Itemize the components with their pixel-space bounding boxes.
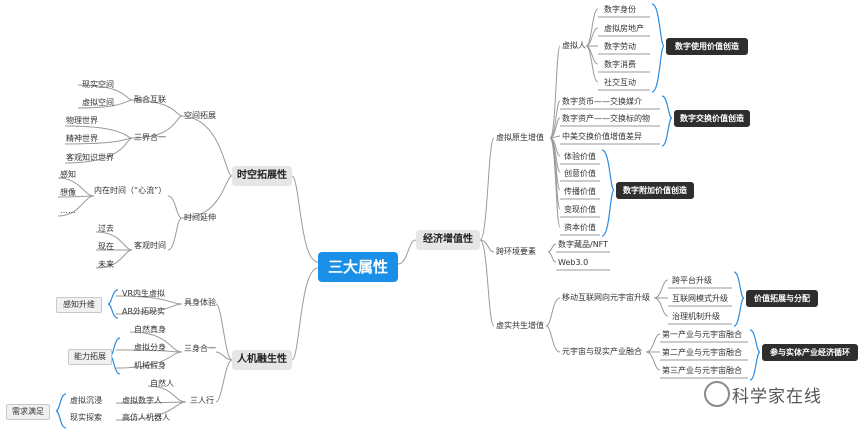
leaf-cross-platform[interactable]: 跨平台升级 bbox=[672, 276, 712, 285]
node-three-bodies[interactable]: 三身合一 bbox=[184, 344, 216, 353]
leaf-mental-world[interactable]: 精神世界 bbox=[66, 134, 98, 143]
leaf-perception[interactable]: 感知 bbox=[60, 170, 76, 179]
node-objective-time[interactable]: 客观时间 bbox=[134, 241, 166, 250]
leaf-secondary-industry[interactable]: 第二产业与元宇宙融合 bbox=[662, 348, 742, 357]
result-value-distribution[interactable]: 价值拓展与分配 bbox=[746, 290, 818, 307]
node-virtual-native[interactable]: 虚拟原生增值 bbox=[496, 133, 544, 142]
leaf-internet-mode[interactable]: 互联网模式升级 bbox=[672, 294, 728, 303]
leaf-digital-labor[interactable]: 数字劳动 bbox=[604, 42, 636, 51]
leaf-natural-person[interactable]: 自然人 bbox=[150, 379, 174, 388]
leaf-experience-value[interactable]: 体验价值 bbox=[564, 152, 596, 161]
tag-perception-up[interactable]: 感知升维 bbox=[56, 297, 102, 313]
node-three-people[interactable]: 三人行 bbox=[190, 396, 214, 405]
leaf-real-space[interactable]: 现实空间 bbox=[82, 80, 114, 89]
node-virtual-real[interactable]: 虚实共生增值 bbox=[496, 321, 544, 330]
node-space-extension[interactable]: 空间拓展 bbox=[184, 111, 216, 120]
leaf-capital-value[interactable]: 资本价值 bbox=[564, 223, 596, 232]
leaf-virtual-avatar[interactable]: 虚拟分身 bbox=[134, 343, 166, 352]
leaf-digital-consumption[interactable]: 数字消费 bbox=[604, 60, 636, 69]
result-use-value[interactable]: 数字使用价值创造 bbox=[666, 38, 748, 55]
result-added-value[interactable]: 数字附加价值创造 bbox=[616, 182, 694, 199]
leaf-virtual-space[interactable]: 虚拟空间 bbox=[82, 98, 114, 107]
leaf-creative-value[interactable]: 创意价值 bbox=[564, 169, 596, 178]
node-mobile-upgrade[interactable]: 移动互联网向元宇宙升级 bbox=[562, 293, 650, 302]
leaf-present[interactable]: 现在 bbox=[98, 242, 114, 251]
leaf-primary-industry[interactable]: 第一产业与元宇宙融合 bbox=[662, 330, 742, 339]
node-three-worlds[interactable]: 三界合一 bbox=[134, 133, 166, 142]
leaf-imagination[interactable]: 想像 bbox=[60, 188, 76, 197]
leaf-natural-body[interactable]: 自然真身 bbox=[134, 325, 166, 334]
node-cross-env[interactable]: 跨环境要素 bbox=[496, 247, 536, 256]
leaf-governance[interactable]: 治理机制升级 bbox=[672, 312, 720, 321]
leaf-physical-world[interactable]: 物理世界 bbox=[66, 116, 98, 125]
leaf-tertiary-industry[interactable]: 第三产业与元宇宙融合 bbox=[662, 366, 742, 375]
leaf-digital-currency[interactable]: 数字货币——交换媒介 bbox=[562, 97, 642, 106]
node-fusion[interactable]: 融合互联 bbox=[134, 95, 166, 104]
leaf-social-interaction[interactable]: 社交互动 bbox=[604, 78, 636, 87]
result-exchange-value[interactable]: 数字交换价值创造 bbox=[674, 110, 750, 127]
leaf-digital-identity[interactable]: 数字身份 bbox=[604, 5, 636, 14]
leaf-web3[interactable]: Web3.0 bbox=[558, 258, 589, 267]
node-industry-fusion[interactable]: 元宇宙与现实产业融合 bbox=[562, 347, 642, 356]
leaf-knowledge-world[interactable]: 客观知识世界 bbox=[66, 153, 114, 162]
leaf-virtual-immersion[interactable]: 虚拟沉浸 bbox=[70, 396, 102, 405]
central-topic[interactable]: 三大属性 bbox=[318, 252, 398, 282]
leaf-humanoid-robot[interactable]: 高仿人机器人 bbox=[122, 413, 170, 422]
leaf-past[interactable]: 过去 bbox=[98, 224, 114, 233]
leaf-ar[interactable]: AR外拓现实 bbox=[122, 307, 166, 316]
leaf-spread-value[interactable]: 传播价值 bbox=[564, 187, 596, 196]
node-virtual-person[interactable]: 虚拟人 bbox=[562, 41, 586, 50]
node-inner-time[interactable]: 内在时间（“心流”） bbox=[94, 186, 167, 195]
tag-ability-expand[interactable]: 能力拓展 bbox=[68, 349, 112, 365]
leaf-reality-exploration[interactable]: 现实探索 bbox=[70, 413, 102, 422]
branch-space-time[interactable]: 时空拓展性 bbox=[232, 166, 292, 186]
watermark-logo-icon bbox=[704, 381, 730, 407]
leaf-future[interactable]: 未来 bbox=[98, 260, 114, 269]
leaf-monetize-value[interactable]: 变现价值 bbox=[564, 205, 596, 214]
branch-human-machine[interactable]: 人机融生性 bbox=[232, 350, 292, 370]
node-time-extension[interactable]: 时间延伸 bbox=[184, 213, 216, 222]
tag-needs-satisfied[interactable]: 需求满足 bbox=[6, 404, 50, 420]
leaf-mechanical-body[interactable]: 机械假身 bbox=[134, 361, 166, 370]
leaf-virtual-human[interactable]: 虚拟数字人 bbox=[122, 396, 162, 405]
leaf-vr[interactable]: VR内生虚拟 bbox=[122, 289, 166, 298]
leaf-cn-us-difference[interactable]: 中美交换价值增值差异 bbox=[562, 132, 642, 141]
result-industry-cycle[interactable]: 参与实体产业经济循环 bbox=[762, 344, 858, 361]
watermark-text: 科学家在线 bbox=[732, 387, 822, 407]
leaf-nft[interactable]: 数字藏品/NFT bbox=[558, 240, 609, 249]
node-embodied[interactable]: 具身体验 bbox=[184, 298, 216, 307]
branch-economic[interactable]: 经济增值性 bbox=[416, 230, 480, 250]
leaf-digital-asset[interactable]: 数字资产——交换标的物 bbox=[562, 114, 650, 123]
leaf-ellipsis[interactable]: …… bbox=[60, 206, 76, 215]
leaf-virtual-estate[interactable]: 虚拟房地产 bbox=[604, 24, 644, 33]
